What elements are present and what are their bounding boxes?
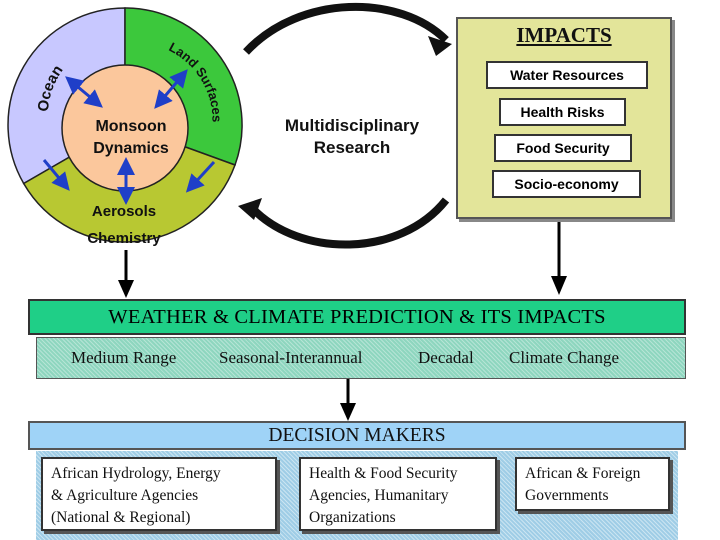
research-arrow-top	[243, 3, 449, 55]
impact-socio-economy: Socio-economy	[492, 170, 641, 198]
climate-system-diagram: Ocean Land Surfaces Monsoon Dynamics Aer…	[7, 3, 567, 298]
decision-box-line: Governments	[525, 487, 609, 504]
impact-water-resources: Water Resources	[486, 61, 648, 89]
impacts-title: IMPACTS	[516, 23, 612, 47]
interaction-arrows	[65, 69, 188, 205]
decision-box-line: Health & Food Security	[309, 465, 458, 482]
weather-climate-title: WEATHER & CLIMATE PREDICTION & ITS IMPAC…	[28, 299, 686, 335]
decision-box-line: (National & Regional)	[51, 509, 191, 526]
dynamics-label: Dynamics	[93, 140, 169, 157]
impact-health-risks: Health Risks	[499, 98, 626, 126]
decision-box-line: & Agriculture Agencies	[51, 487, 199, 504]
decision-box-agencies: African Hydrology, Energy & Agriculture …	[41, 457, 277, 531]
decision-box-line: Agencies, Humanitary	[309, 487, 449, 504]
prediction-ranges-bar: Medium Range Seasonal-Interannual Decada…	[36, 337, 686, 379]
decision-box-line: Organizations	[309, 509, 396, 526]
range-medium: Medium Range	[71, 348, 177, 367]
research-arrow-top-head	[428, 36, 452, 56]
chemistry-label: Chemistry	[87, 230, 161, 247]
range-climate-change: Climate Change	[509, 348, 620, 367]
monsoon-label: Monsoon	[95, 118, 166, 135]
impact-food-security: Food Security	[494, 134, 632, 162]
research-label-line1: Multidisciplinary	[285, 116, 420, 135]
decision-down-arrow	[340, 379, 356, 421]
research-arrow-bottom	[249, 197, 450, 249]
inflow-arrows	[42, 159, 216, 193]
research-arrow-bottom-head	[238, 198, 262, 220]
range-decadal: Decadal	[418, 348, 474, 367]
decision-box-line: African & Foreign	[525, 465, 641, 482]
down-arrows	[118, 222, 567, 298]
impacts-panel: IMPACTS Water Resources Health Risks Foo…	[456, 17, 672, 219]
decision-box-governments: African & Foreign Governments	[515, 457, 670, 511]
research-label-line2: Research	[314, 138, 391, 157]
decision-makers-title: DECISION MAKERS	[28, 421, 686, 450]
decision-box-line: African Hydrology, Energy	[51, 465, 221, 482]
range-seasonal-interannual: Seasonal-Interannual	[219, 348, 363, 367]
decision-box-health-food: Health & Food Security Agencies, Humanit…	[299, 457, 497, 531]
aerosols-label: Aerosols	[92, 203, 156, 220]
